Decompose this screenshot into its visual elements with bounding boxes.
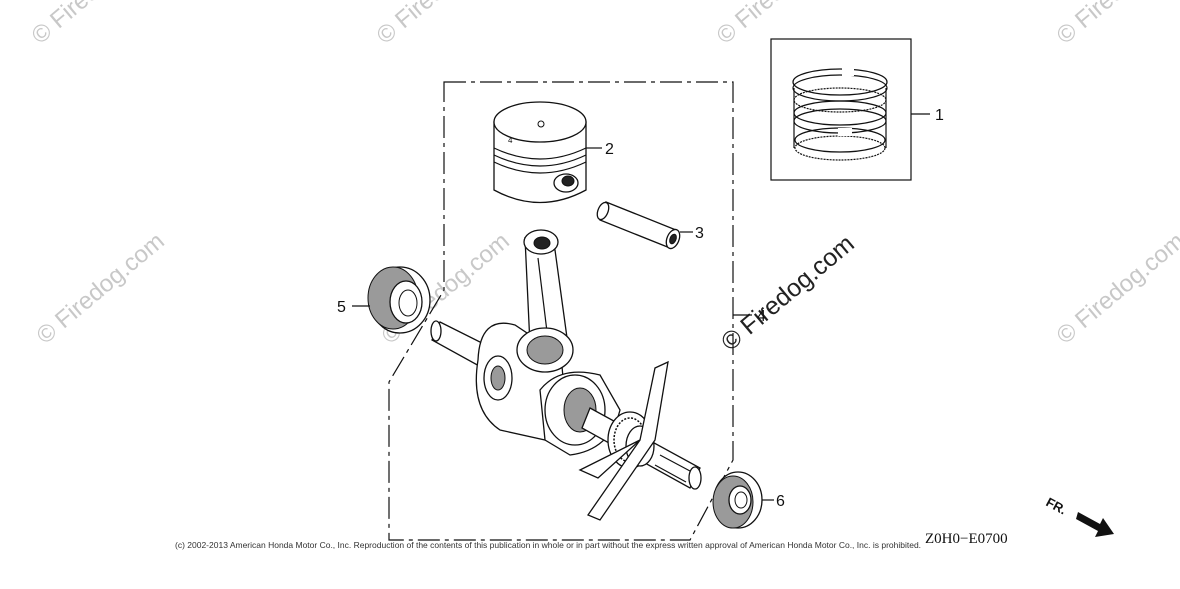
callout-3[interactable]: 3 xyxy=(695,225,704,242)
watermark-mid-right: © Firedog.com xyxy=(1052,228,1180,350)
callout-4[interactable]: 4 xyxy=(757,308,766,325)
piston-pin xyxy=(596,201,681,250)
assembly-boundary-dashed xyxy=(388,81,734,541)
oil-seal-right xyxy=(712,471,763,529)
oil-seal-left xyxy=(367,266,431,334)
piston-ring-box xyxy=(770,38,912,181)
front-arrow-icon xyxy=(1076,512,1114,537)
front-direction-indicator: FR. xyxy=(1044,494,1114,537)
callout-2[interactable]: 2 xyxy=(605,141,614,158)
watermark-top-center-left: © Firedo xyxy=(372,0,460,50)
copyright-notice: (c) 2002-2013 American Honda Motor Co., … xyxy=(175,540,921,550)
crankshaft-assembly xyxy=(430,229,702,521)
diagram-code: Z0H0−E0700 xyxy=(925,531,1008,547)
watermark-center-dark: © Firedog.com xyxy=(716,230,860,357)
watermark-mid-left: © Firedog.com xyxy=(32,228,170,350)
leader-lines xyxy=(352,113,930,501)
piston-rings xyxy=(792,68,888,161)
svg-text:4: 4 xyxy=(508,136,513,145)
front-direction-label: FR. xyxy=(1044,494,1070,517)
piston: 4 xyxy=(493,101,587,204)
callout-1[interactable]: 1 xyxy=(935,107,944,124)
watermark-top-center-right: © Firedo xyxy=(712,0,800,50)
watermark-top-left: © Firedo xyxy=(27,0,115,50)
callout-6[interactable]: 6 xyxy=(776,493,785,510)
watermark-layer: © Firedo © Firedo © Firedo © Firedo © Fi… xyxy=(27,0,1180,357)
watermark-top-right: © Firedo xyxy=(1052,0,1140,50)
callout-5[interactable]: 5 xyxy=(337,299,346,316)
